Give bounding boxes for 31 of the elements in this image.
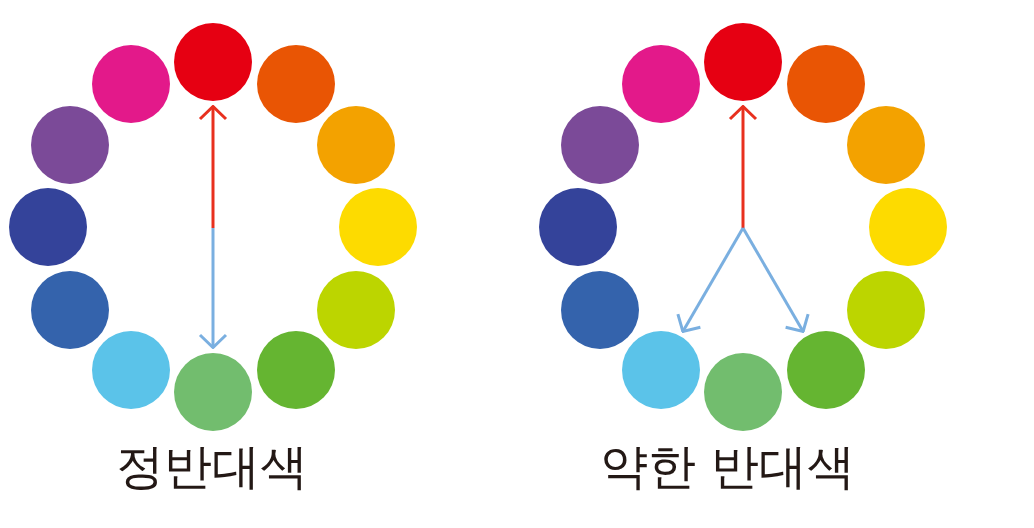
hue-circle xyxy=(91,330,170,409)
hue-circle xyxy=(9,188,87,266)
caption: 정반대색 xyxy=(116,440,308,493)
hue-circle xyxy=(31,270,110,349)
hue-circle xyxy=(539,188,617,266)
hue-circle xyxy=(704,353,782,431)
hue-circle xyxy=(869,188,947,266)
hue-circle xyxy=(846,270,925,349)
hue-circle xyxy=(786,330,865,409)
hue-circle xyxy=(621,330,700,409)
arrow xyxy=(728,105,758,228)
hue-circle xyxy=(846,105,925,184)
hue-circle xyxy=(31,105,110,184)
arrow xyxy=(741,227,810,333)
hue-circle xyxy=(561,105,640,184)
hue-circle xyxy=(561,270,640,349)
hue-circle xyxy=(256,45,335,124)
arrow xyxy=(198,228,228,349)
arrow xyxy=(198,105,228,228)
hue-circle xyxy=(256,330,335,409)
hue-circle xyxy=(316,270,395,349)
hue-circle xyxy=(174,353,252,431)
arrow xyxy=(676,227,745,333)
hue-circle xyxy=(174,23,252,101)
hue-circle xyxy=(786,45,865,124)
hue-circle xyxy=(339,188,417,266)
caption: 약한 반대색 xyxy=(599,440,855,493)
hue-circle xyxy=(704,23,782,101)
hue-circle xyxy=(316,105,395,184)
hue-circle xyxy=(621,45,700,124)
hue-circle xyxy=(91,45,170,124)
